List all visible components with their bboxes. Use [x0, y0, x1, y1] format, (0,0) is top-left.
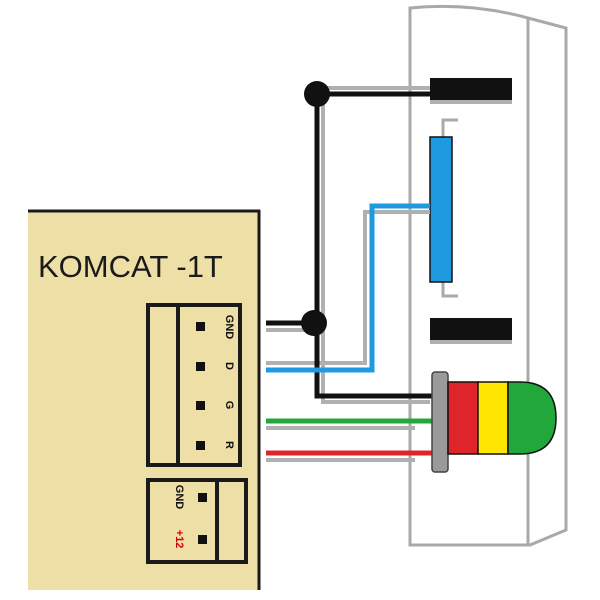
reader-data-bar [429, 136, 453, 283]
junction-bottom [301, 310, 327, 336]
led-segment-green [507, 381, 557, 455]
connector-power-frame [146, 478, 248, 564]
pin-label-power-12v: +12 [173, 530, 185, 549]
reader-lower-bar [430, 318, 512, 340]
gnd-trunk [314, 92, 432, 399]
pin-label-g: G [223, 401, 235, 410]
connector-main: GND D G R [146, 303, 242, 467]
led-segment-yellow [477, 381, 509, 455]
connector-main-frame [146, 303, 242, 467]
wires [266, 81, 432, 462]
reader-upper-bar-shadow [430, 100, 512, 104]
pin-label-r: R [223, 441, 235, 449]
reader-upper-bar [430, 78, 512, 100]
wire-shadows [266, 86, 430, 462]
data-wire [266, 203, 430, 373]
tricolor-led [431, 371, 557, 473]
pin-label-gnd: GND [223, 315, 235, 340]
junction-top [304, 81, 330, 107]
pin-d [196, 362, 205, 371]
pin-power-12v [198, 535, 207, 544]
led-segment-red [447, 381, 479, 455]
data-wire-shadow [266, 210, 430, 365]
controller-device: KOMCAT -1T GND D G R GND +12 [28, 209, 261, 590]
led-base [431, 371, 449, 473]
controller-title: KOMCAT -1T [38, 249, 223, 284]
pin-label-power-gnd: GND [173, 485, 185, 510]
connector-power: GND +12 [146, 478, 248, 564]
pin-gnd [196, 322, 205, 331]
pin-power-gnd [198, 493, 207, 502]
gnd-wire [266, 91, 432, 399]
pin-g [196, 401, 205, 410]
pin-label-d: D [223, 362, 235, 370]
gnd-main-shadow [321, 92, 430, 404]
reader-lower-bar-shadow [430, 340, 512, 344]
pin-r [196, 441, 205, 450]
